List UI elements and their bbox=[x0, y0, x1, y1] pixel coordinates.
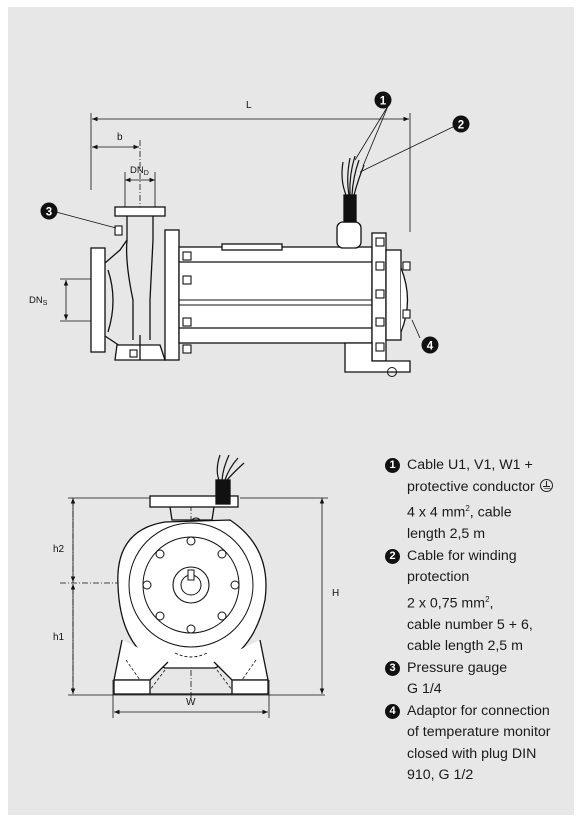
callout-2-badge: 2 bbox=[385, 548, 400, 564]
legend-1-line-2: protective conductor bbox=[407, 477, 575, 499]
legend-4-line-1: Adaptor for connection bbox=[407, 702, 550, 719]
dim-DNd-label: DND bbox=[130, 165, 149, 177]
front-view bbox=[60, 454, 328, 718]
rear-foot bbox=[344, 342, 411, 373]
cable-gland bbox=[336, 221, 362, 249]
legend-item-1: 1 Cable U1, V1, W1 + protective conducto… bbox=[385, 455, 575, 546]
dim-h1-label: h1 bbox=[53, 632, 65, 643]
dim-W-label: W bbox=[186, 697, 196, 708]
suction-flange bbox=[90, 247, 106, 353]
legend-3-line-2: G 1/4 bbox=[407, 681, 442, 698]
svg-text:4: 4 bbox=[427, 341, 434, 353]
legend-4-line-2: of temperature monitor bbox=[407, 724, 551, 741]
callout-3-side: 3 bbox=[40, 202, 58, 220]
legend-3-line-1: Pressure gauge bbox=[407, 659, 508, 676]
casing-flange bbox=[164, 229, 180, 361]
legend-2-line-2: protection bbox=[407, 569, 470, 586]
callout-2-side: 2 bbox=[452, 115, 470, 133]
callout-3-badge: 3 bbox=[385, 660, 400, 676]
dim-L-label: L bbox=[246, 100, 252, 111]
foot-left bbox=[113, 679, 151, 695]
svg-text:1: 1 bbox=[380, 96, 387, 108]
svg-text:3: 3 bbox=[46, 207, 52, 219]
legend-item-4: 4 Adaptor for connection of temperature … bbox=[385, 701, 575, 787]
callout-4-badge: 4 bbox=[385, 703, 400, 719]
callout-1-side: 1 bbox=[374, 91, 392, 109]
legend-1-line-4: length 2,5 m bbox=[407, 526, 486, 543]
legend-item-2: 2 Cable for winding protection 2 x 0,75 … bbox=[385, 546, 575, 658]
legend-2-line-1: Cable for winding bbox=[407, 547, 517, 564]
legend-2-line-5: cable length 2,5 m bbox=[407, 638, 523, 655]
dim-DNs-label: DNS bbox=[29, 295, 48, 307]
legend-item-3: 3 Pressure gauge G 1/4 bbox=[385, 658, 575, 701]
legend-1-line-1: Cable U1, V1, W1 + bbox=[407, 457, 533, 473]
svg-text:2: 2 bbox=[458, 120, 464, 132]
callout-4-side: 4 bbox=[421, 336, 439, 354]
legend-4-line-3: closed with plug DIN bbox=[407, 745, 537, 762]
drawing-panel bbox=[8, 7, 574, 815]
foot-right bbox=[231, 679, 269, 695]
dim-h2-label: h2 bbox=[53, 544, 65, 555]
motor-body bbox=[178, 246, 373, 344]
earth-ground-icon bbox=[539, 478, 553, 492]
volute-casing bbox=[117, 519, 267, 669]
dim-H-label: H bbox=[332, 588, 339, 599]
dim-b-label: b bbox=[117, 132, 123, 143]
legend: 1 Cable U1, V1, W1 + protective conducto… bbox=[385, 455, 575, 787]
callout-1-badge: 1 bbox=[385, 458, 400, 473]
discharge-flange bbox=[114, 206, 166, 217]
legend-4-line-4: 910, G 1/2 bbox=[407, 767, 474, 784]
legend-1-line-3: 4 x 4 mm2, cable bbox=[407, 504, 512, 521]
side-view bbox=[55, 105, 458, 377]
top-flange bbox=[149, 495, 239, 508]
legend-2-line-4: cable number 5 + 6, bbox=[407, 616, 533, 633]
legend-2-line-3: 2 x 0,75 mm2, bbox=[407, 594, 494, 612]
